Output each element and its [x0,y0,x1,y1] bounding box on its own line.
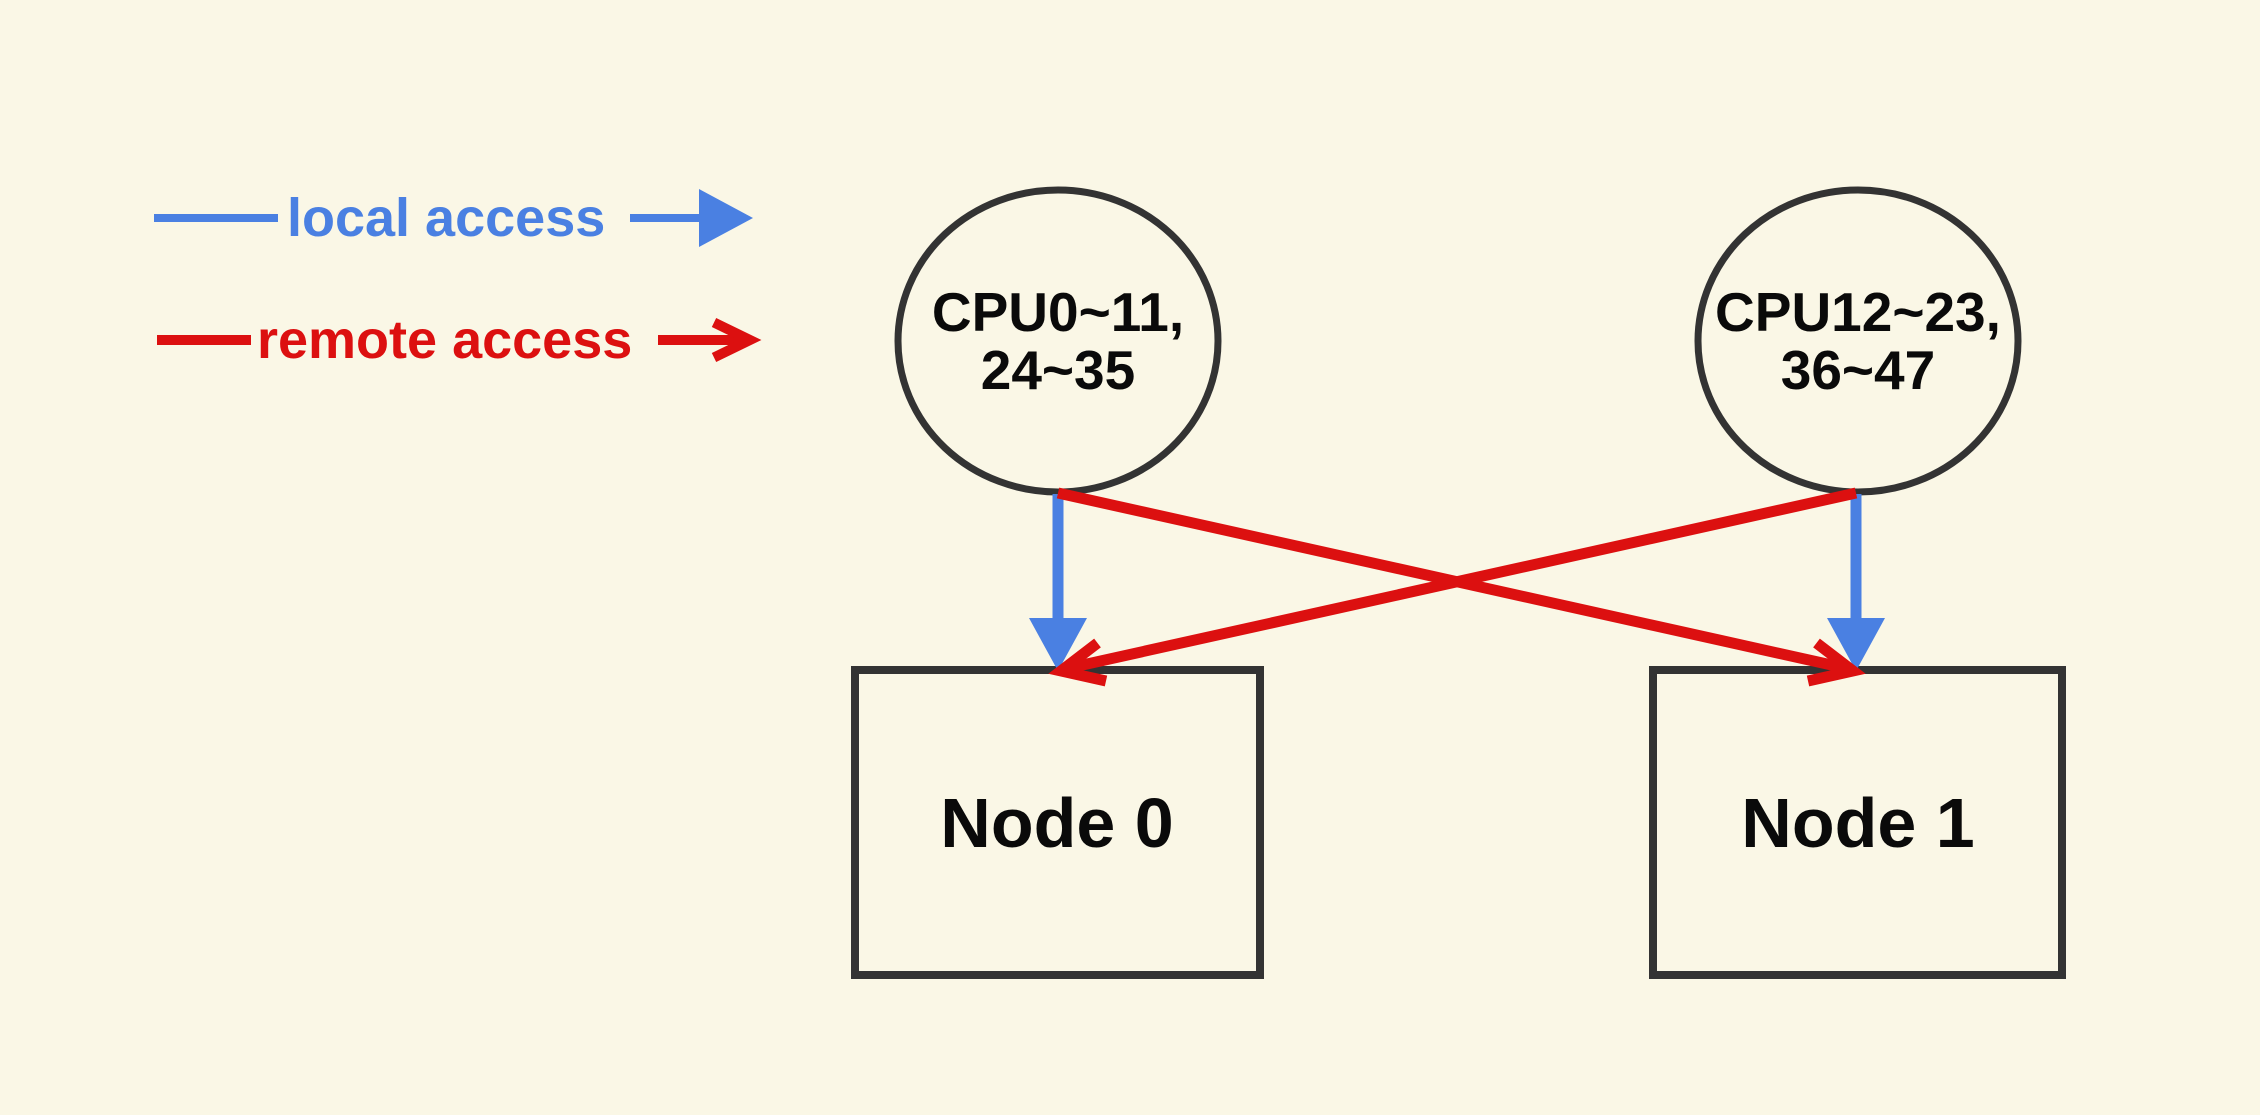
legend-label-remote-access: remote access [257,310,633,370]
cpu-group-0-label: CPU0~11, 24~35 [932,283,1184,399]
cpu-group-0-label-line2: 24~35 [980,339,1136,401]
edge-local-cpu1-node1 [1827,494,1885,671]
edge-local-cpu0-node0 [1029,494,1087,671]
node-0-label: Node 0 [940,784,1174,862]
cpu-group-0-circle [894,186,1222,496]
cpu-group-1-label-line2: 36~47 [1780,339,1936,401]
node-1-label: Node 1 [1741,784,1975,862]
node-0-box [851,666,1264,979]
cpu-group-1-circle [1694,186,2022,496]
legend-remote-arrow-icon [157,318,762,362]
cpu-group-1-label-line1: CPU12~23, [1715,281,2001,343]
legend-local-arrow-icon [154,189,753,247]
cpu-group-1-label: CPU12~23, 36~47 [1715,283,2001,399]
legend-label-local-access: local access [287,188,606,248]
edge-remote-cpu1-node0 [1048,487,1858,687]
cpu-group-0-label-line1: CPU0~11, [931,281,1185,343]
